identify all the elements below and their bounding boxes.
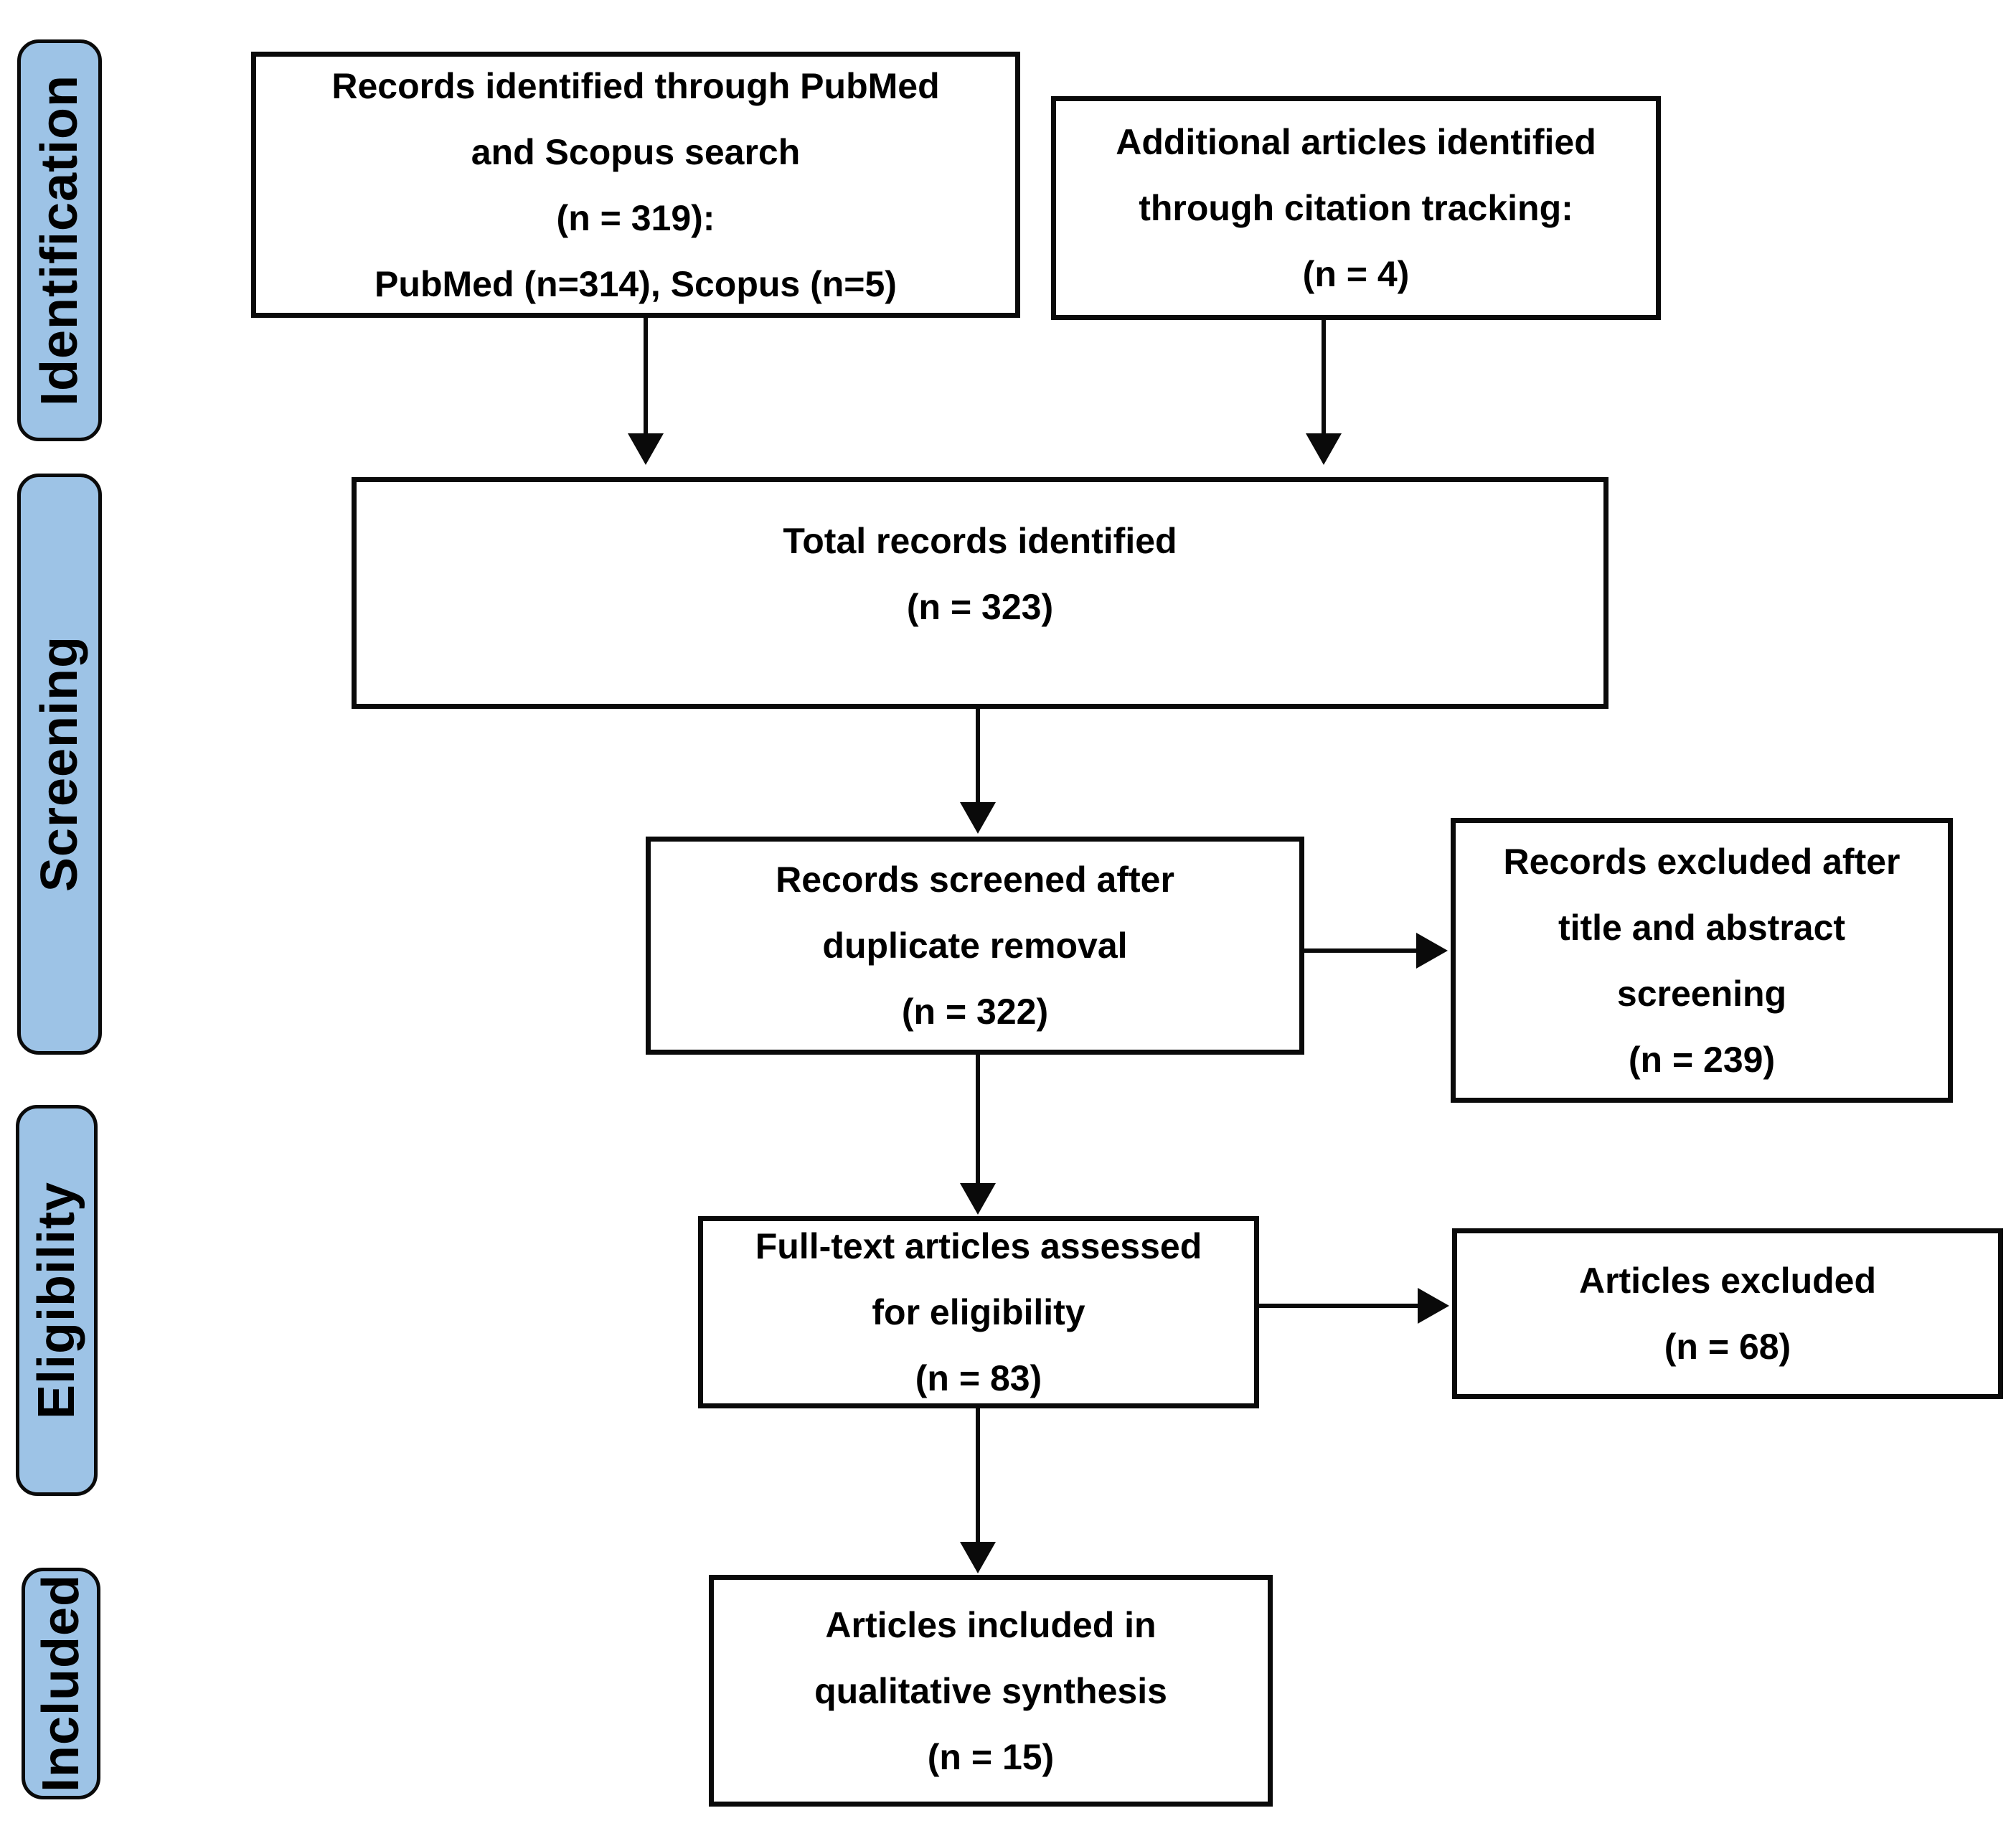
box-articles-excluded: Articles excluded (n = 68)	[1452, 1228, 2003, 1399]
arrow-fulltext-to-included	[976, 1408, 980, 1542]
stage-included: Included	[22, 1568, 100, 1799]
box-additional-articles-line: (n = 4)	[1302, 254, 1410, 294]
box-records-screened-line: (n = 322)	[901, 992, 1049, 1032]
arrow-screened-to-fulltext	[976, 1055, 980, 1183]
box-fulltext-assessed-line: for eligibility	[872, 1292, 1085, 1332]
box-records-identified-line: PubMed (n=314), Scopus (n=5)	[375, 263, 897, 304]
stage-eligibility-label: Eligibility	[28, 1181, 85, 1420]
arrow-identified-to-total	[644, 318, 648, 433]
box-additional-articles: Additional articles identified through c…	[1051, 96, 1661, 320]
box-records-excluded-line: title and abstract	[1558, 907, 1846, 948]
stage-included-label: Included	[32, 1574, 90, 1793]
box-articles-included: Articles included in qualitative synthes…	[709, 1575, 1273, 1807]
arrow-additional-to-total	[1322, 320, 1326, 433]
box-fulltext-assessed-line: Full-text articles assessed	[755, 1226, 1202, 1266]
box-articles-included-line: Articles included in	[825, 1604, 1157, 1645]
box-records-identified-line: and Scopus search	[471, 131, 801, 172]
arrow-screened-to-excluded	[1304, 948, 1416, 953]
box-records-identified-line: Records identified through PubMed	[331, 65, 940, 106]
box-records-screened-line: Records screened after	[776, 860, 1174, 900]
box-articles-included-line: qualitative synthesis	[814, 1670, 1167, 1711]
box-articles-excluded-line: Articles excluded	[1578, 1261, 1877, 1301]
box-records-identified-line: (n = 319):	[556, 197, 715, 238]
box-total-records: Total records identified (n = 323)	[352, 477, 1608, 709]
stage-identification: Identification	[17, 39, 102, 441]
box-total-records-line: (n = 323)	[906, 587, 1054, 627]
box-additional-articles-line: through citation tracking:	[1139, 188, 1573, 228]
stage-screening: Screening	[17, 474, 102, 1055]
box-fulltext-assessed-line: (n = 83)	[915, 1358, 1042, 1398]
stage-screening-label: Screening	[31, 636, 88, 893]
box-additional-articles-line: Additional articles identified	[1116, 122, 1596, 162]
box-records-excluded-line: screening	[1616, 973, 1787, 1014]
stage-identification-label: Identification	[31, 75, 88, 406]
box-records-identified: Records identified through PubMed and Sc…	[251, 52, 1020, 318]
box-articles-excluded-line: (n = 68)	[1664, 1327, 1791, 1367]
box-records-excluded-line: (n = 239)	[1628, 1039, 1776, 1080]
box-records-excluded-line: Records excluded after	[1503, 841, 1900, 882]
stage-eligibility: Eligibility	[16, 1105, 98, 1496]
box-total-records-line: Total records identified	[783, 521, 1177, 561]
box-records-excluded: Records excluded after title and abstrac…	[1451, 818, 1953, 1103]
arrow-fulltext-to-excluded	[1259, 1304, 1418, 1308]
box-records-screened-line: duplicate removal	[822, 926, 1128, 966]
box-articles-included-line: (n = 15)	[927, 1736, 1055, 1777]
arrow-total-to-screened	[976, 709, 980, 802]
box-fulltext-assessed: Full-text articles assessed for eligibil…	[698, 1216, 1259, 1408]
box-records-screened: Records screened after duplicate removal…	[646, 837, 1304, 1055]
